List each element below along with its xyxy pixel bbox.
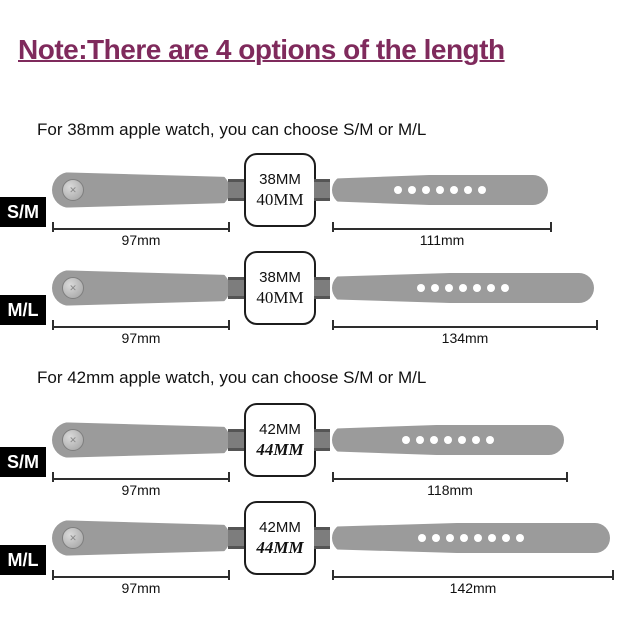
size-badge: M/L	[0, 295, 46, 325]
band-hole	[417, 284, 425, 292]
band-hole	[458, 436, 466, 444]
lug-right	[314, 277, 330, 299]
band-row-42mm-ml: M/L 42MM 44MM 97mm 142mm	[0, 498, 620, 598]
strap-holes	[332, 273, 594, 303]
band-hole	[472, 436, 480, 444]
case-size-bottom: 44MM	[256, 537, 304, 557]
lug-left	[228, 179, 244, 201]
band-hole	[501, 284, 509, 292]
dimension-label: 142mm	[445, 580, 501, 596]
band-hole	[432, 534, 440, 542]
band-hole	[408, 186, 416, 194]
dimension-left: 97mm	[52, 570, 230, 596]
band-hole	[394, 186, 402, 194]
page-title: Note:There are 4 options of the length	[18, 34, 505, 65]
size-badge: M/L	[0, 545, 46, 575]
band-hole	[431, 284, 439, 292]
band-hole	[460, 534, 468, 542]
dimension-label: 97mm	[117, 580, 165, 596]
case-size-bottom: 40MM	[256, 287, 304, 307]
dimension-label: 97mm	[117, 232, 165, 248]
strap-holes	[332, 523, 610, 553]
band-hole	[478, 186, 486, 194]
lug-right	[314, 527, 330, 549]
lug-left	[228, 277, 244, 299]
band-hole	[459, 284, 467, 292]
pin-button-icon	[62, 527, 84, 549]
section-heading-42mm: For 42mm apple watch, you can choose S/M…	[37, 368, 427, 387]
section-heading-38mm: For 38mm apple watch, you can choose S/M…	[37, 120, 427, 139]
band-row-38mm-sm: S/M 38MM 40MM 97mm 111mm	[0, 150, 620, 250]
dimension-label: 111mm	[415, 232, 469, 248]
band-hole	[487, 284, 495, 292]
band-hole	[416, 436, 424, 444]
pin-button-icon	[62, 179, 84, 201]
band-hole	[444, 436, 452, 444]
band-hole	[446, 534, 454, 542]
band-hole	[445, 284, 453, 292]
size-badge: S/M	[0, 197, 46, 227]
case-size-bottom: 40MM	[256, 189, 304, 209]
dimension-left: 97mm	[52, 472, 230, 498]
band-hole	[430, 436, 438, 444]
dimension-right: 134mm	[332, 320, 598, 346]
band-hole	[488, 534, 496, 542]
case-size-box: 38MM 40MM	[244, 153, 316, 227]
lug-right	[314, 179, 330, 201]
dimension-right: 142mm	[332, 570, 614, 596]
strap-holes-side	[332, 273, 594, 303]
strap-holes-side	[332, 175, 548, 205]
band-hole	[418, 534, 426, 542]
strap-holes-side	[332, 523, 610, 553]
case-size-top: 38MM	[259, 170, 301, 188]
case-size-top: 42MM	[259, 518, 301, 536]
size-badge: S/M	[0, 447, 46, 477]
band-hole	[516, 534, 524, 542]
lug-right	[314, 429, 330, 451]
case-size-top: 42MM	[259, 420, 301, 438]
dimension-label: 134mm	[437, 330, 493, 346]
band-hole	[422, 186, 430, 194]
pin-button-icon	[62, 277, 84, 299]
band-hole	[474, 534, 482, 542]
dimension-right: 111mm	[332, 222, 552, 248]
case-size-top: 38MM	[259, 268, 301, 286]
strap-holes	[332, 425, 564, 455]
strap-holes	[332, 175, 548, 205]
band-hole	[464, 186, 472, 194]
lug-left	[228, 527, 244, 549]
strap-holes-side	[332, 425, 564, 455]
pin-button-icon	[62, 429, 84, 451]
band-hole	[450, 186, 458, 194]
band-hole	[436, 186, 444, 194]
dimension-label: 97mm	[117, 482, 165, 498]
dimension-right: 118mm	[332, 472, 568, 498]
band-row-42mm-sm: S/M 42MM 44MM 97mm 118mm	[0, 400, 620, 500]
band-hole	[402, 436, 410, 444]
case-size-box: 42MM 44MM	[244, 501, 316, 575]
dimension-label: 97mm	[117, 330, 165, 346]
dimension-left: 97mm	[52, 222, 230, 248]
dimension-label: 118mm	[423, 482, 477, 498]
band-row-38mm-ml: M/L 38MM 40MM 97mm 134mm	[0, 248, 620, 348]
case-size-box: 42MM 44MM	[244, 403, 316, 477]
band-hole	[486, 436, 494, 444]
lug-left	[228, 429, 244, 451]
case-size-box: 38MM 40MM	[244, 251, 316, 325]
band-hole	[502, 534, 510, 542]
dimension-left: 97mm	[52, 320, 230, 346]
case-size-bottom: 44MM	[256, 439, 304, 459]
band-hole	[473, 284, 481, 292]
